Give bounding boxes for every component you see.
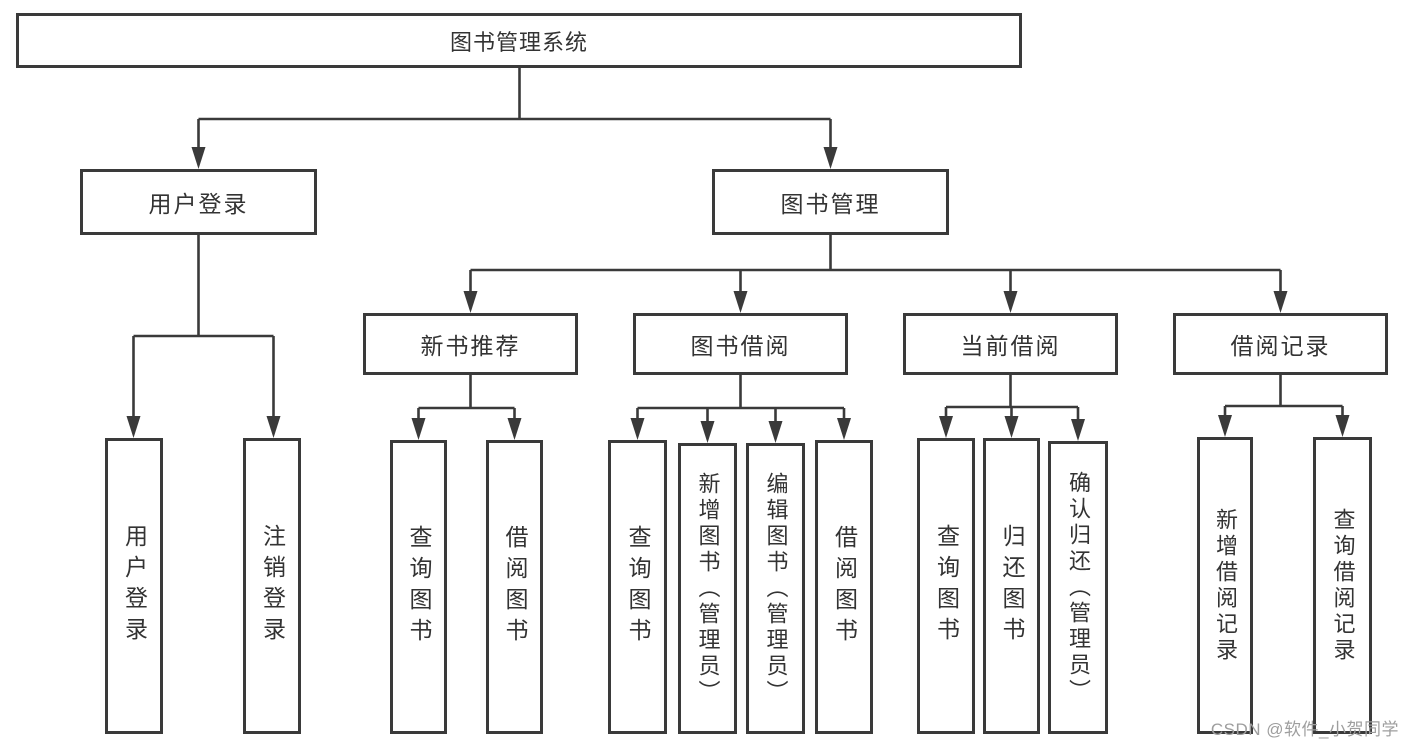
leaf-recommend-query-books: 查询图书 (390, 440, 447, 734)
leaf-recommend-borrow-books-label: 借阅图书 (502, 525, 528, 649)
node-new-book-recommend: 新书推荐 (363, 313, 578, 375)
node-current-borrow: 当前借阅 (903, 313, 1118, 375)
leaf-recommend-query-books-label: 查询图书 (406, 525, 432, 649)
leaf-logout-label: 注销登录 (259, 524, 286, 648)
leaf-return-books: 归还图书 (983, 438, 1040, 734)
leaf-confirm-return-admin-label: 确认归还（管理员） (1066, 470, 1091, 705)
csdn-watermark: CSDN @软件_小贺同学 (1210, 720, 1399, 739)
leaf-borrow-borrow-books: 借阅图书 (815, 440, 873, 734)
leaf-edit-books-admin: 编辑图书（管理员） (746, 443, 805, 734)
node-user-login: 用户登录 (80, 169, 317, 235)
node-root: 图书管理系统 (16, 13, 1022, 68)
node-user-login-label: 用户登录 (148, 191, 249, 217)
leaf-user-login: 用户登录 (105, 438, 163, 734)
leaf-edit-books-admin-label: 编辑图书（管理员） (763, 471, 789, 706)
node-book-borrow: 图书借阅 (633, 313, 848, 375)
node-borrow-records-label: 借阅记录 (1230, 333, 1331, 359)
leaf-query-borrow-record-label: 查询借阅记录 (1330, 507, 1356, 664)
node-new-book-recommend-label: 新书推荐 (420, 333, 521, 359)
leaf-add-borrow-record-label: 新增借阅记录 (1213, 507, 1238, 664)
leaf-recommend-borrow-books: 借阅图书 (486, 440, 543, 734)
arrowhead-group (126, 147, 1350, 443)
leaf-logout: 注销登录 (243, 438, 301, 734)
leaf-current-query-books: 查询图书 (917, 438, 975, 734)
leaf-confirm-return-admin: 确认归还（管理员） (1048, 441, 1108, 734)
leaf-add-borrow-record: 新增借阅记录 (1197, 437, 1253, 734)
leaf-query-borrow-record: 查询借阅记录 (1313, 437, 1372, 734)
node-book-management-label: 图书管理 (780, 191, 881, 217)
leaf-borrow-query-books: 查询图书 (608, 440, 667, 734)
leaf-add-books-admin-label: 新增图书（管理员） (695, 471, 721, 706)
leaf-return-books-label: 归还图书 (999, 524, 1025, 648)
leaf-borrow-borrow-books-label: 借阅图书 (831, 525, 858, 649)
node-book-borrow-label: 图书借阅 (690, 333, 791, 359)
leaf-user-login-label: 用户登录 (121, 524, 148, 648)
leaf-add-books-admin: 新增图书（管理员） (678, 443, 737, 734)
node-borrow-records: 借阅记录 (1173, 313, 1388, 375)
leaf-borrow-query-books-label: 查询图书 (625, 525, 651, 649)
leaf-current-query-books-label: 查询图书 (933, 524, 960, 648)
node-current-borrow-label: 当前借阅 (960, 333, 1061, 359)
node-book-management: 图书管理 (712, 169, 949, 235)
node-root-label: 图书管理系统 (449, 29, 588, 55)
